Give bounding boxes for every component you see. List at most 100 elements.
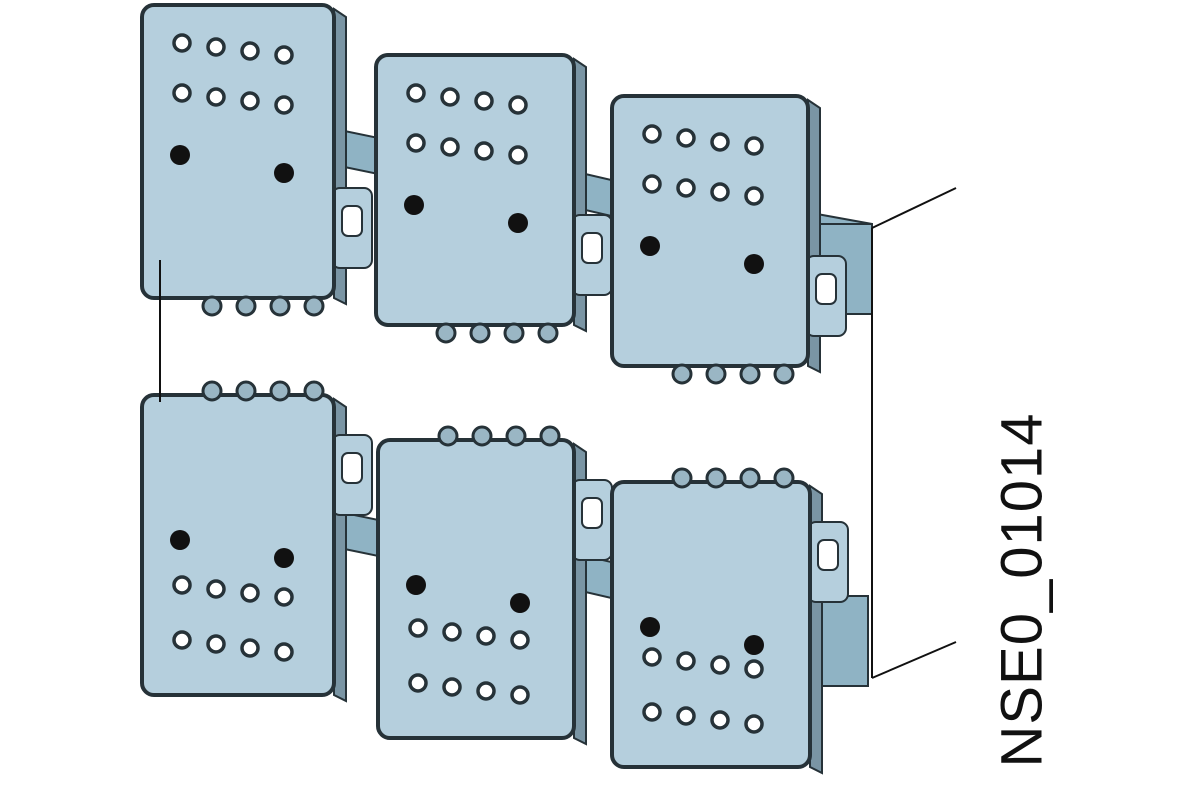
terminal-hole	[406, 83, 426, 103]
terminal-hole	[744, 186, 764, 206]
terminal-hole	[172, 33, 192, 53]
terminal-hole	[510, 685, 530, 705]
terminal-hole	[710, 710, 730, 730]
terminal-hole	[710, 182, 730, 202]
terminal-hole	[240, 91, 260, 111]
clamp-hole	[341, 205, 363, 237]
screw-head	[537, 322, 559, 344]
terminal-hole	[744, 136, 764, 156]
terminal-hole	[642, 124, 662, 144]
terminal-hole	[408, 618, 428, 638]
clamp-hole	[581, 497, 603, 529]
plate-face	[140, 3, 336, 300]
terminal-hole	[642, 647, 662, 667]
terminal-hole	[508, 145, 528, 165]
terminal-hole	[172, 83, 192, 103]
clamp-hole	[815, 273, 837, 305]
mounting-hole	[406, 575, 426, 595]
screw-head	[235, 380, 257, 402]
mounting-hole	[170, 145, 190, 165]
terminal-hole	[476, 681, 496, 701]
terminal-hole	[642, 702, 662, 722]
terminal-hole	[642, 174, 662, 194]
screw-head	[269, 380, 291, 402]
mounting-hole	[510, 593, 530, 613]
terminal-hole	[676, 178, 696, 198]
screw-head	[469, 322, 491, 344]
upper-terminal-2	[374, 53, 613, 344]
upper-terminal-1	[140, 3, 373, 317]
leader-line-bottom	[871, 641, 957, 679]
upper-terminal-3	[610, 94, 847, 385]
mounting-hole	[274, 548, 294, 568]
terminal-hole	[744, 659, 764, 679]
terminal-hole	[676, 128, 696, 148]
mounting-hole	[744, 254, 764, 274]
screw-head	[739, 467, 761, 489]
terminal-hole	[406, 133, 426, 153]
terminal-hole	[408, 673, 428, 693]
screw-head	[435, 322, 457, 344]
screw-head	[269, 295, 291, 317]
plate-face	[374, 53, 576, 327]
screw-head	[201, 380, 223, 402]
terminal-hole	[274, 642, 294, 662]
terminal-hole	[676, 651, 696, 671]
lower-terminal-3	[610, 467, 849, 775]
terminal-hole	[206, 87, 226, 107]
mounting-hole	[170, 530, 190, 550]
mounting-hole	[744, 635, 764, 655]
screw-head	[671, 467, 693, 489]
clamp-hole	[581, 232, 603, 264]
leader-line-top	[871, 187, 957, 229]
terminal-hole	[206, 37, 226, 57]
drawing-id-label: NSE0_01014	[989, 412, 1055, 768]
terminal-hole	[474, 91, 494, 111]
clamp-hole	[341, 452, 363, 484]
terminal-hole	[744, 714, 764, 734]
screw-head	[437, 425, 459, 447]
terminal-hole	[240, 41, 260, 61]
screw-head	[303, 295, 325, 317]
mounting-hole	[640, 617, 660, 637]
clamp-hole	[817, 539, 839, 571]
terminal-hole	[676, 706, 696, 726]
terminal-hole	[440, 87, 460, 107]
mounting-hole	[508, 213, 528, 233]
terminal-hole	[206, 634, 226, 654]
mounting-hole	[274, 163, 294, 183]
terminal-hole	[274, 45, 294, 65]
terminal-hole	[274, 95, 294, 115]
terminal-hole	[508, 95, 528, 115]
mounting-hole	[640, 236, 660, 256]
terminal-hole	[710, 132, 730, 152]
terminal-hole	[240, 638, 260, 658]
plate-face	[140, 393, 336, 697]
screw-head	[471, 425, 493, 447]
terminal-hole	[172, 630, 192, 650]
screw-head	[539, 425, 561, 447]
terminal-hole	[442, 622, 462, 642]
screw-head	[503, 322, 525, 344]
mounting-hole	[404, 195, 424, 215]
terminal-hole	[474, 141, 494, 161]
terminal-hole	[206, 579, 226, 599]
terminal-hole	[710, 655, 730, 675]
screw-head	[739, 363, 761, 385]
terminal-hole	[274, 587, 294, 607]
terminal-hole	[172, 575, 192, 595]
screw-head	[671, 363, 693, 385]
terminal-hole	[442, 677, 462, 697]
screw-head	[705, 363, 727, 385]
terminal-hole	[440, 137, 460, 157]
screw-head	[773, 467, 795, 489]
terminal-hole	[476, 626, 496, 646]
screw-head	[235, 295, 257, 317]
plate-face	[610, 94, 810, 368]
lower-terminal-1	[140, 380, 373, 703]
screw-head	[505, 425, 527, 447]
screw-head	[201, 295, 223, 317]
terminal-hole	[240, 583, 260, 603]
